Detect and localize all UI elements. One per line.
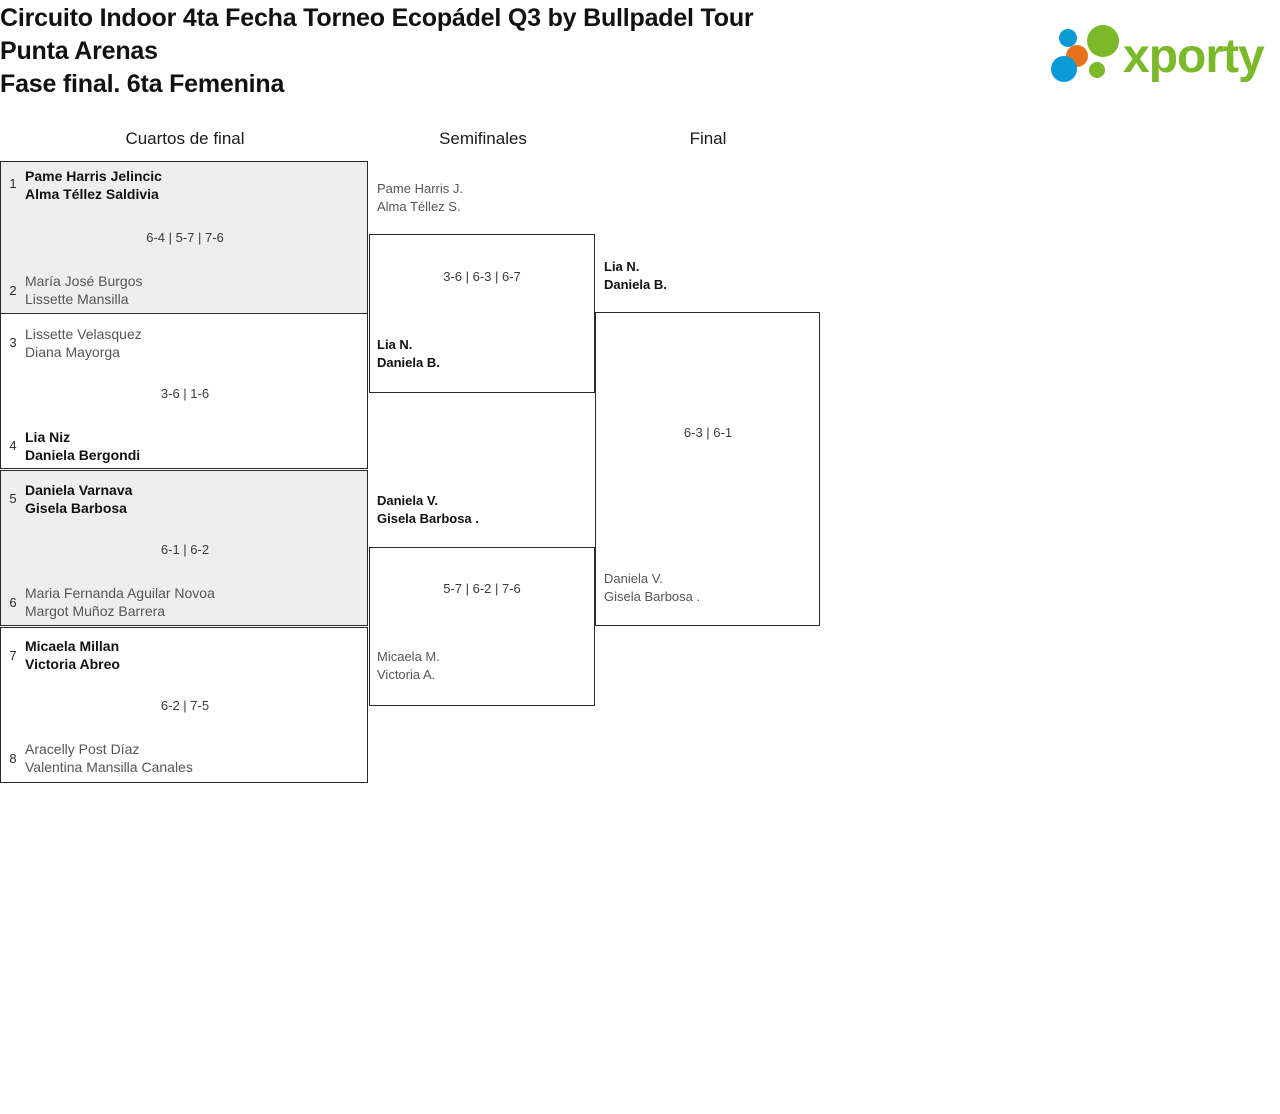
player-line: Alma Téllez S. <box>377 199 461 214</box>
seed-number: 7 <box>9 648 17 663</box>
title-line-2: Punta Arenas <box>0 37 158 65</box>
team-name: Daniela Varnava Gisela Barbosa <box>25 481 355 517</box>
xporty-logo-icon: xporty <box>1051 25 1266 83</box>
team-name: Lia Niz Daniela Bergondi <box>25 428 355 464</box>
player-line: Lia N. <box>377 337 413 352</box>
match-score: 5-7 | 6-2 | 7-6 <box>443 581 521 596</box>
player-line: Lia Niz <box>25 429 71 445</box>
team-name: Pame Harris Jelincic Alma Téllez Saldivi… <box>25 167 355 203</box>
player-line: Margot Muñoz Barrera <box>25 603 166 619</box>
player-line: Lissette Mansilla <box>25 291 129 307</box>
team-name: Pame Harris J. Alma Téllez S. <box>377 180 592 216</box>
seed-number: 6 <box>9 595 17 610</box>
match-score: 3-6 | 1-6 <box>160 386 210 401</box>
seed-number: 8 <box>9 751 17 766</box>
match-score: 6-1 | 6-2 <box>160 542 210 557</box>
player-line: Pame Harris Jelincic <box>25 168 162 184</box>
player-line: Micaela M. <box>377 649 440 664</box>
svg-text:xporty: xporty <box>1123 30 1265 83</box>
player-line: Micaela Millan <box>25 638 120 654</box>
player-line: Victoria Abreo <box>25 656 120 672</box>
seed-number: 2 <box>9 283 17 298</box>
round-header-semifinals: Semifinales <box>439 129 527 148</box>
team-name: María José Burgos Lissette Mansilla <box>25 272 355 308</box>
player-line: Aracelly Post Díaz <box>25 741 140 757</box>
round-header-quarterfinals: Cuartos de final <box>125 129 245 148</box>
player-line: Daniela V. <box>377 493 438 508</box>
team-name: Micaela Millan Victoria Abreo <box>25 637 355 673</box>
match-block-sf-1[interactable] <box>369 234 595 393</box>
seed-number: 3 <box>9 335 17 350</box>
team-name: Maria Fernanda Aguilar Novoa Margot Muño… <box>25 584 355 620</box>
match-block-qf-2[interactable] <box>0 313 368 469</box>
player-line: Diana Mayorga <box>25 344 120 360</box>
team-name: Micaela M. Victoria A. <box>377 648 592 684</box>
match-block-qf-4[interactable] <box>0 627 368 783</box>
match-score: 6-3 | 6-1 <box>683 425 733 440</box>
seed-number: 5 <box>9 491 17 506</box>
page-header: Circuito Indoor 4ta Fecha Torneo Ecopáde… <box>0 0 1280 110</box>
round-header-final: Final <box>689 129 727 148</box>
player-line: Daniela Bergondi <box>25 447 141 463</box>
player-line: Pame Harris J. <box>377 181 463 196</box>
team-name: Aracelly Post Díaz Valentina Mansilla Ca… <box>25 740 355 776</box>
player-line: Lissette Velasquez <box>25 326 142 342</box>
player-line: Alma Téllez Saldivia <box>25 186 159 202</box>
player-line: Daniela B. <box>604 277 667 292</box>
match-score: 6-4 | 5-7 | 7-6 <box>146 230 224 245</box>
player-line: Victoria A. <box>377 667 436 682</box>
xporty-logo: xporty <box>1045 24 1277 84</box>
title-line-3: Fase final. 6ta Femenina <box>0 70 285 98</box>
player-line: Maria Fernanda Aguilar Novoa <box>25 585 215 601</box>
player-line: Gisela Barbosa . <box>377 511 479 526</box>
player-line: Gisela Barbosa <box>25 500 127 516</box>
team-name: Daniela V. Gisela Barbosa . <box>604 570 819 606</box>
page-title: Circuito Indoor 4ta Fecha Torneo Ecopáde… <box>0 2 900 101</box>
team-name: Lia N. Daniela B. <box>604 258 819 294</box>
seed-number: 4 <box>9 438 17 453</box>
player-line: Daniela Varnava <box>25 482 133 498</box>
player-line: Daniela B. <box>377 355 440 370</box>
player-line: María José Burgos <box>25 273 143 289</box>
match-block-qf-3[interactable] <box>0 470 368 626</box>
player-line: Gisela Barbosa . <box>604 589 701 604</box>
player-line: Valentina Mansilla Canales <box>25 759 193 775</box>
match-block-final[interactable] <box>595 312 820 626</box>
title-line-1: Circuito Indoor 4ta Fecha Torneo Ecopáde… <box>0 4 754 32</box>
seed-number: 1 <box>9 176 17 191</box>
match-score: 3-6 | 6-3 | 6-7 <box>443 269 521 284</box>
team-name: Lia N. Daniela B. <box>377 336 592 372</box>
player-line: Daniela V. <box>604 571 663 586</box>
team-name: Lissette Velasquez Diana Mayorga <box>25 325 355 361</box>
match-score: 6-2 | 7-5 <box>160 698 210 713</box>
team-name: Daniela V. Gisela Barbosa . <box>377 492 592 528</box>
match-block-sf-2[interactable] <box>369 547 595 706</box>
player-line: Lia N. <box>604 259 640 274</box>
